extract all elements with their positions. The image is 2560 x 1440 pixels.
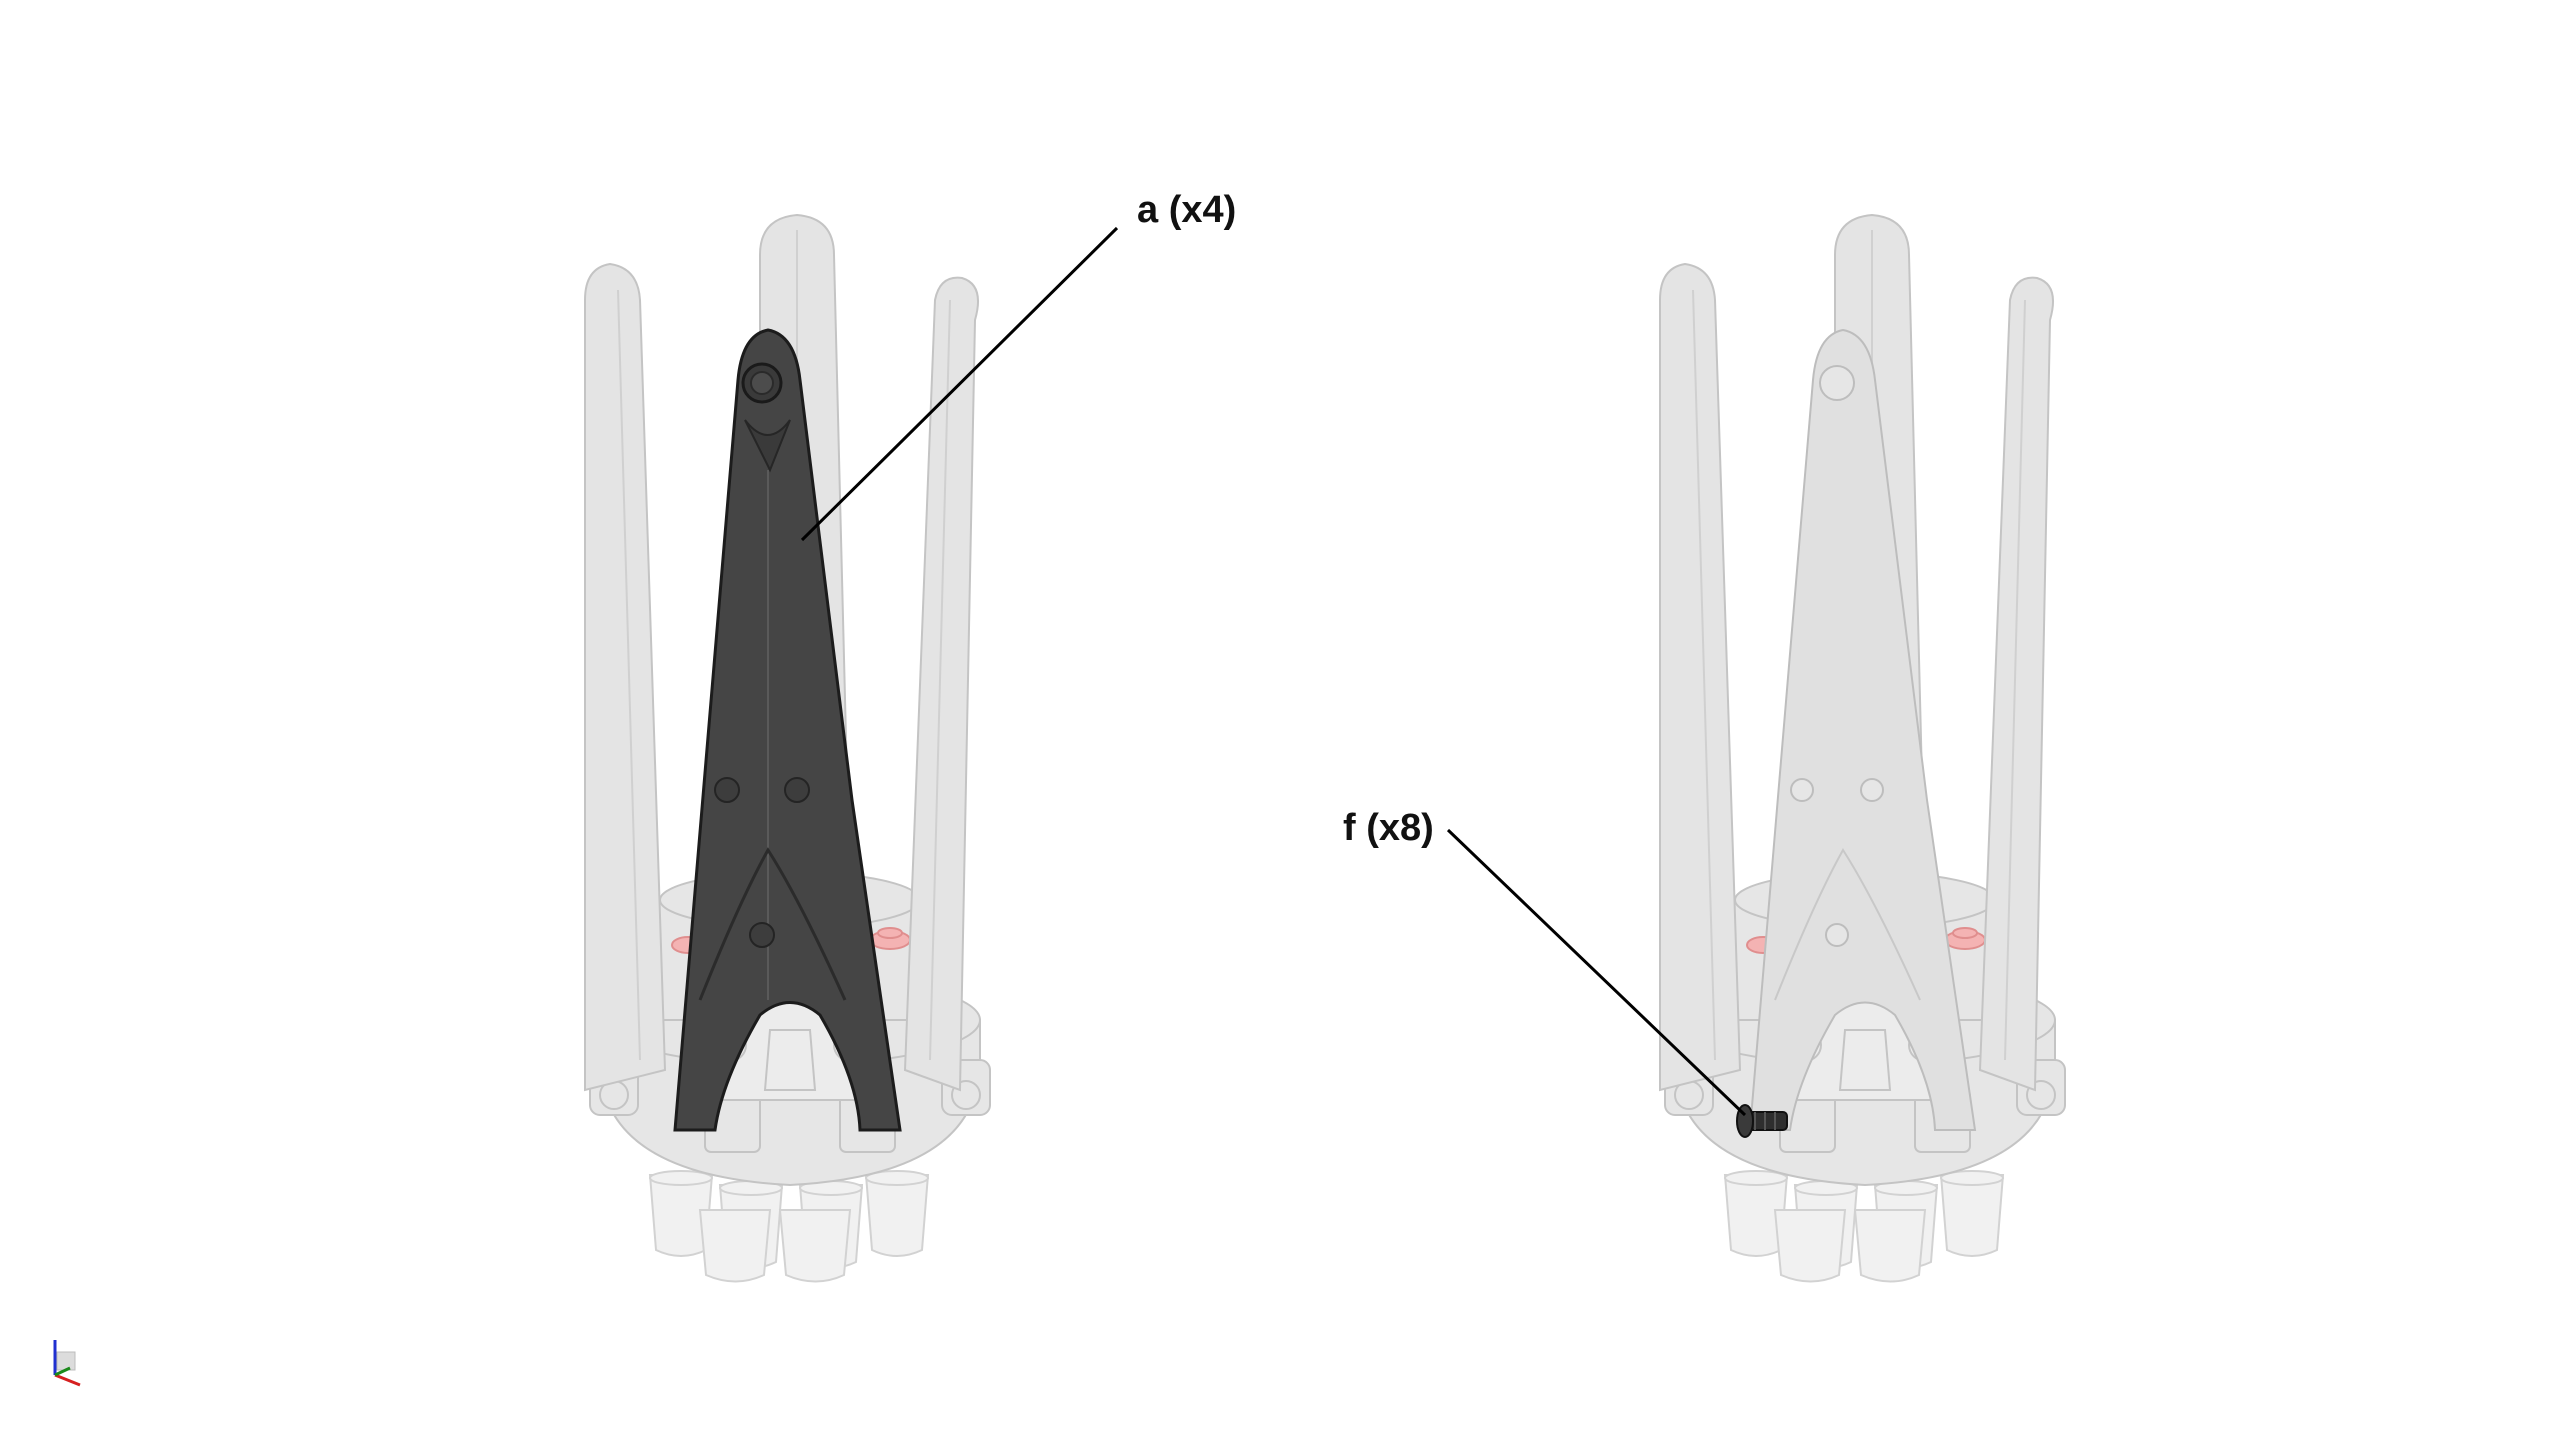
callout-a: a (x4) — [800, 189, 1236, 542]
leader-line-a — [800, 226, 1119, 542]
highlighted-part-f — [1736, 1104, 1788, 1138]
right-assembly-view — [1659, 214, 2066, 1283]
leader-line-f — [1446, 828, 1747, 1117]
ghost-part-a — [1749, 329, 1976, 1131]
axis-triad-icon — [53, 1340, 81, 1387]
callout-label-a: a (x4) — [1137, 189, 1236, 231]
left-assembly-view — [584, 214, 991, 1283]
callout-f: f (x8) — [1343, 807, 1747, 1117]
highlighted-part-a — [673, 328, 902, 1132]
callout-label-f: f (x8) — [1343, 807, 1434, 849]
